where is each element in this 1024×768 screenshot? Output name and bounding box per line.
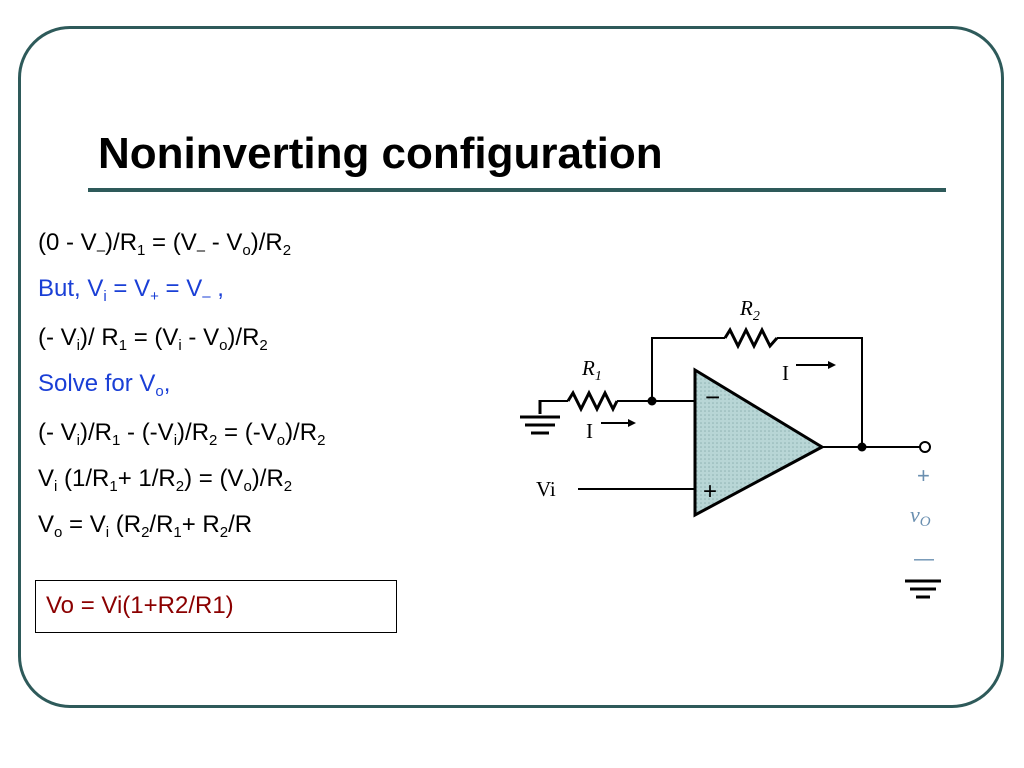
- equation-line-7: Vo = Vi (R2/R1+ R2/R: [38, 511, 253, 541]
- current-label-bottom: I: [586, 419, 593, 443]
- equation-line-5: (- Vi)/R1 - (-Vi)/R2 = (-Vo)/R2: [38, 419, 326, 449]
- feedback-wire: [651, 337, 725, 401]
- output-plus-sign: +: [917, 463, 930, 488]
- current-label-top: I: [782, 361, 789, 385]
- current-arrowhead-top: [828, 361, 836, 369]
- r2-label: R2: [739, 296, 760, 324]
- result-box: Vo = Vi(1+R2/R1): [35, 580, 397, 633]
- output-voltage-label: vO: [910, 502, 931, 530]
- noninverting-amplifier-circuit: R1 R2 I I − + Vi + vO —: [520, 296, 941, 599]
- opamp-triangle: [693, 367, 826, 518]
- input-label: Vi: [536, 477, 556, 501]
- r1-resistor: [566, 389, 619, 413]
- current-arrowhead-bottom: [628, 419, 636, 427]
- equation-line-3: (- Vi)/ R1 = (Vi - Vo)/R2: [38, 324, 268, 354]
- equation-line-1: (0 - V–)/R1 = (V– - Vo)/R2: [38, 229, 292, 259]
- result-equation: Vo = Vi(1+R2/R1): [46, 592, 234, 619]
- opamp-plus-sign: +: [703, 478, 717, 505]
- r1-label: R1: [581, 356, 602, 384]
- feedback-return-wire: [777, 337, 863, 447]
- equation-line-6: Vi (1/R1+ 1/R2) = (Vo)/R2: [38, 465, 293, 495]
- slide-frame: [18, 26, 1004, 708]
- input-ground-symbol: [520, 400, 560, 435]
- output-node: [857, 442, 867, 452]
- output-ground-symbol: [905, 579, 941, 599]
- title-divider: [88, 188, 946, 192]
- output-terminal: [919, 441, 931, 453]
- equation-line-4: Solve for Vo,: [38, 370, 171, 400]
- output-minus-sign: —: [914, 548, 934, 570]
- slide-title: Noninverting configuration: [98, 129, 663, 178]
- r2-resistor: [723, 326, 779, 350]
- opamp-minus-sign: −: [705, 382, 720, 412]
- equation-line-2: But, Vi = V+ = V– ,: [38, 275, 224, 305]
